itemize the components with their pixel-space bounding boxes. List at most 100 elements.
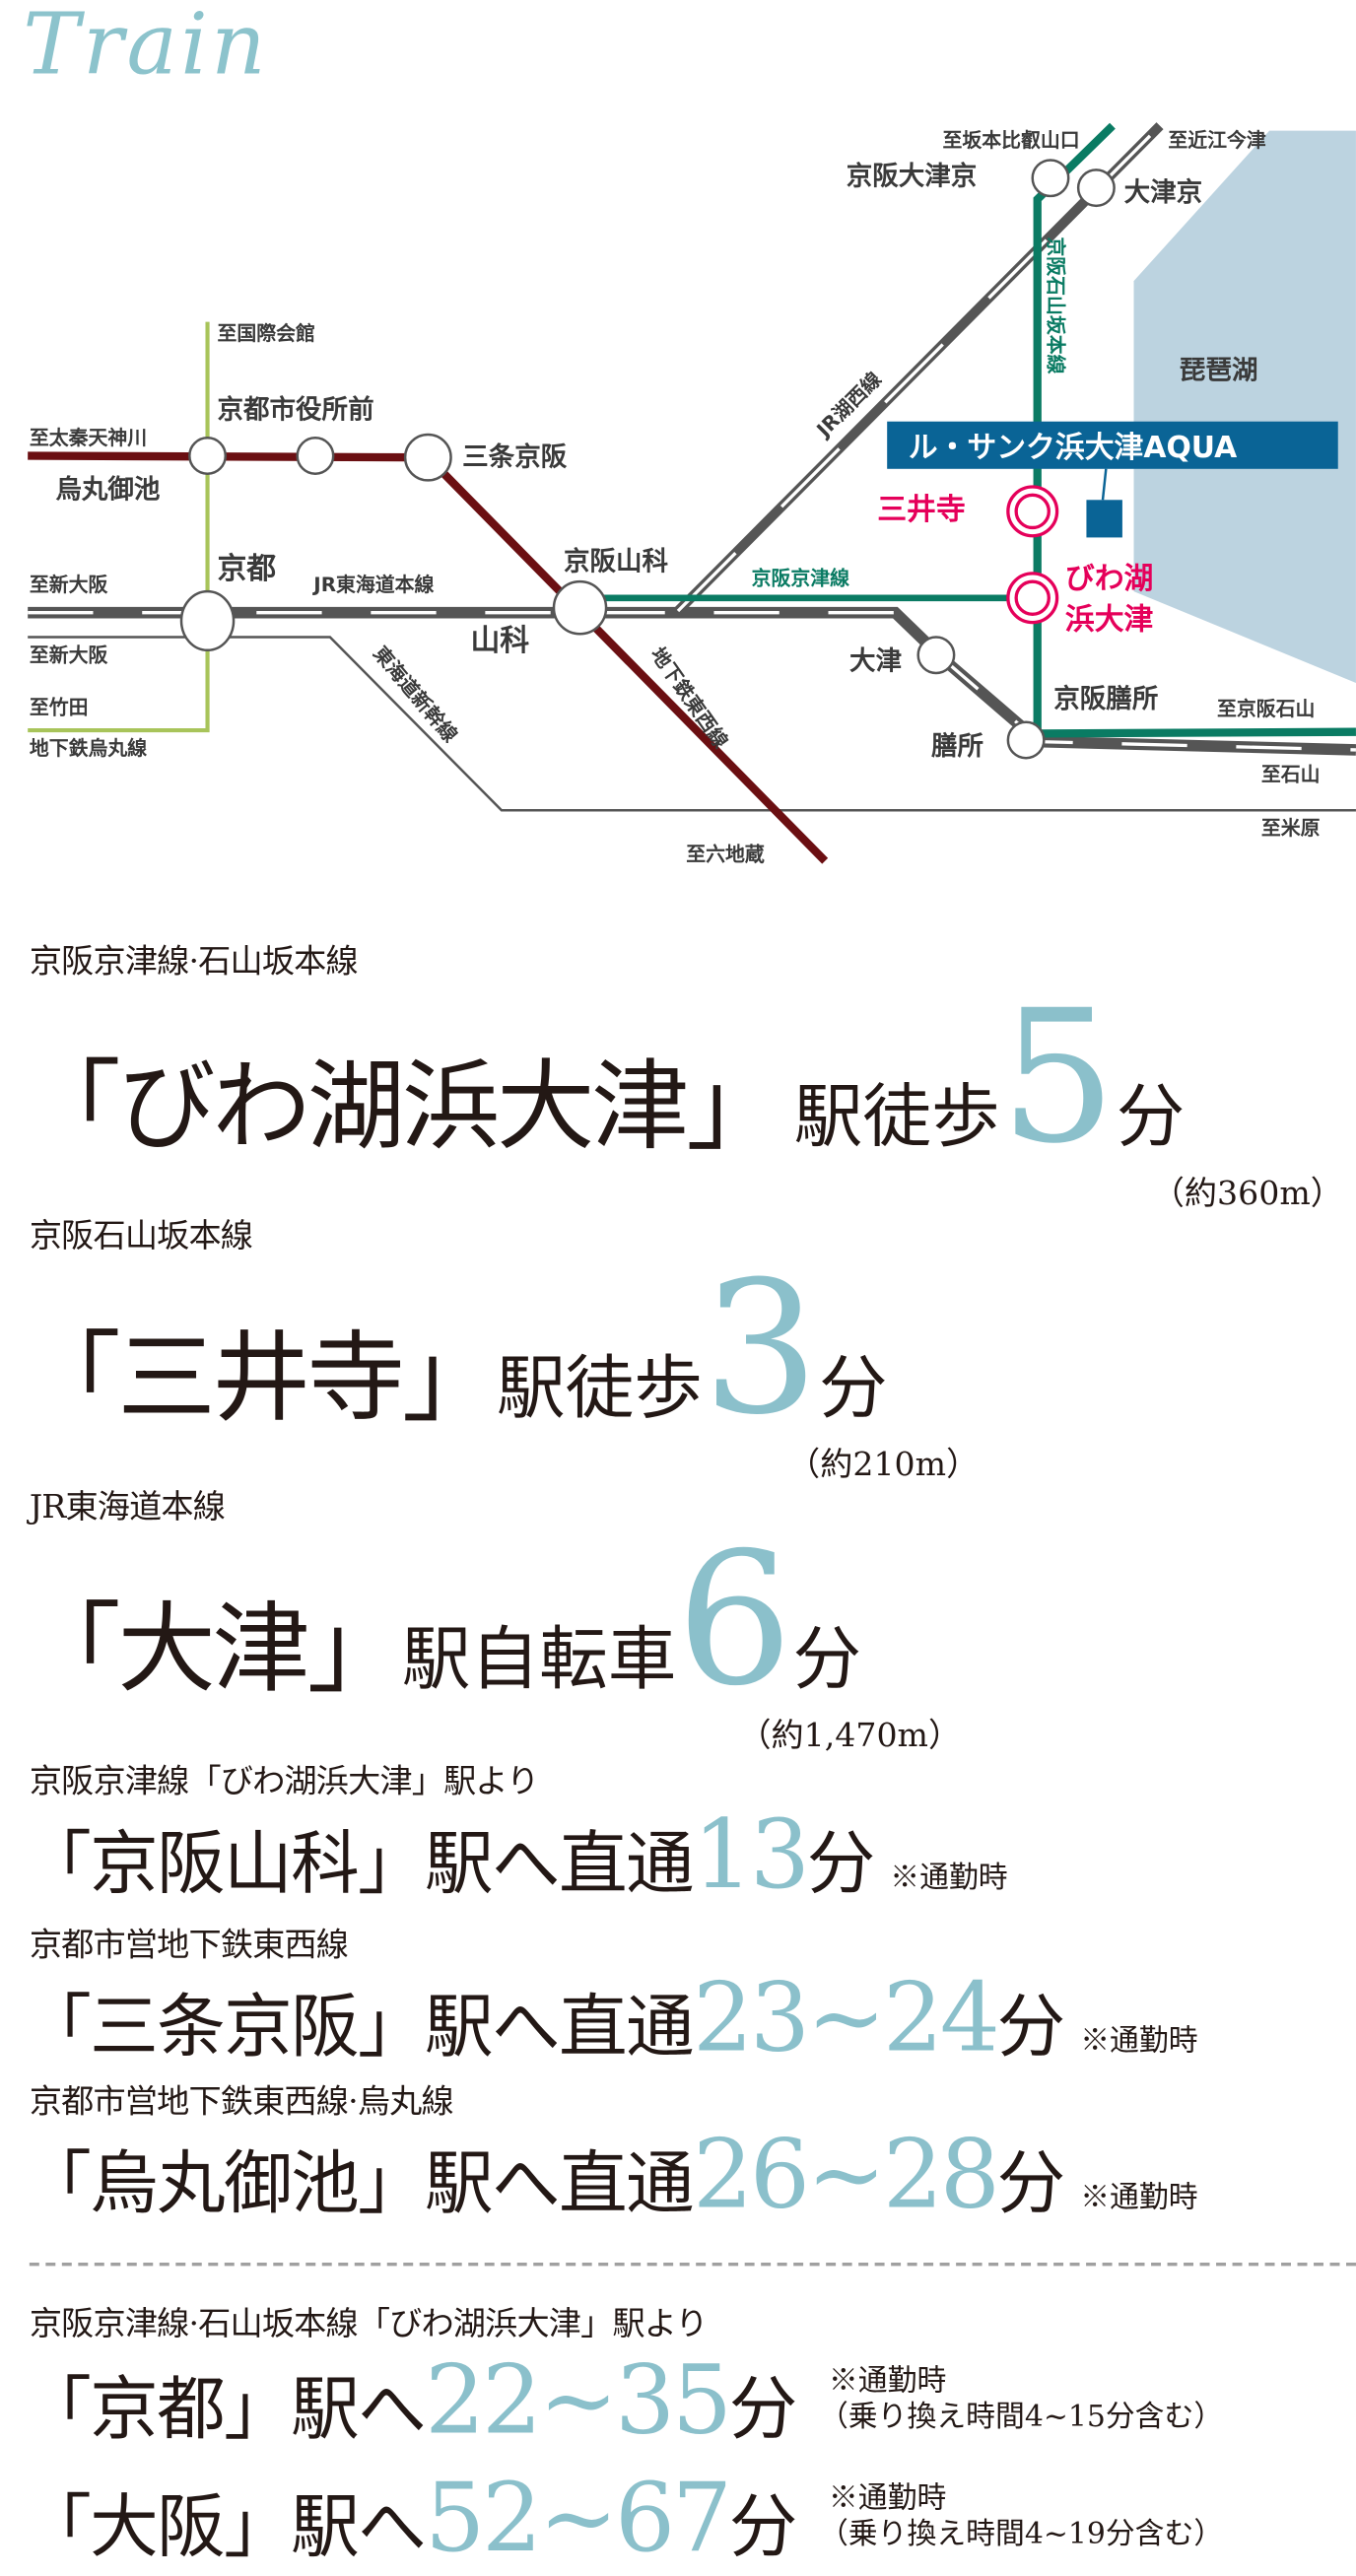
transfer-note-1: ※通勤時 （乗り換え時間4~15分含む）	[819, 2364, 1223, 2436]
access-row-2: 「三井寺」 駅徒歩 3 分	[23, 1258, 887, 1442]
unit: 分	[819, 1347, 888, 1428]
mode: 駅徒歩	[496, 1347, 703, 1428]
label-shiyakusho: 京都市役所前	[217, 394, 373, 425]
label-shinkansen: 東海道新幹線	[369, 643, 461, 747]
station-miidera-inner	[1014, 493, 1051, 530]
jr-kosei-pattern	[676, 124, 1162, 613]
station-shiyakusho[interactable]	[296, 437, 335, 476]
dir-shinosaka-1: 至新大阪	[30, 574, 108, 596]
transfer-note-2: ※通勤時 （乗り換え時間4~19分含む）	[819, 2481, 1223, 2553]
station-name: 「三井寺」	[23, 1322, 500, 1437]
dir-sakamoto: 至坂本比叡山口	[943, 129, 1080, 152]
property-box	[887, 421, 1338, 469]
label-keihan-zeze: 京阪膳所	[1053, 684, 1158, 714]
label-keihan-yamashina: 京阪山科	[564, 547, 669, 577]
direct-line-1: 京阪京津線「びわ湖浜大津」駅より	[29, 1761, 539, 1800]
note: ※通勤時	[1080, 2181, 1198, 2215]
label-sanjo: 三条京阪	[462, 441, 568, 472]
minutes: 26~28	[692, 2119, 1000, 2230]
station-zeze[interactable]	[1006, 720, 1046, 760]
minutes: 3	[702, 1243, 820, 1457]
distance-3: （約1,470m）	[738, 1715, 962, 1755]
label-yamashina: 山科	[470, 624, 529, 658]
label-keihan-otsukyo: 京阪大津京	[847, 161, 978, 191]
direct-row-2: 「三条京阪」 駅へ直通 23~24 分 ※通勤時	[23, 1970, 1197, 2065]
minutes: 5	[999, 972, 1117, 1185]
mode: 駅へ直通	[425, 1823, 695, 1904]
distance-2: （約210m）	[787, 1444, 980, 1484]
station-name: 「烏丸御池」	[23, 2143, 427, 2224]
label-tokaido: JR東海道本線	[311, 574, 434, 596]
station-yamashina[interactable]	[552, 579, 608, 636]
divider	[29, 2263, 1356, 2267]
direct-line-2: 京都市営地下鉄東西線	[29, 1924, 349, 1964]
shinkansen-line	[28, 636, 1356, 812]
station-name: 「京都」	[23, 2368, 293, 2450]
direct-line-3: 京都市営地下鉄東西線·烏丸線	[29, 2081, 454, 2121]
station-sanjo[interactable]	[403, 433, 452, 482]
transfer-row-2: 「大阪」 駅へ 52~67 分 ※通勤時 （乗り換え時間4~19分含む）	[23, 2471, 1223, 2565]
station-name: 「三条京阪」	[23, 1986, 427, 2068]
label-karasuma-oike: 烏丸御池	[55, 475, 161, 506]
lake-label: 琵琶湖	[1180, 356, 1258, 386]
transfer-row-1: 「京都」 駅へ 22~35 分 ※通勤時 （乗り換え時間4~15分含む）	[23, 2352, 1223, 2447]
access-line-2: 京阪石山坂本線	[29, 1215, 253, 1255]
minutes: 22~35	[425, 2343, 732, 2456]
direct-row-1: 「京阪山科」 駅へ直通 13 分 ※通勤時	[23, 1807, 1007, 1902]
station-biwako-inner	[1014, 579, 1051, 616]
unit: 分	[996, 2143, 1066, 2224]
access-row-3: 「大津」 駅自転車 6 分	[23, 1529, 861, 1713]
station-otsukyo[interactable]	[1076, 169, 1116, 208]
minutes: 6	[676, 1514, 793, 1728]
dir-omiimazu: 至近江今津	[1168, 129, 1266, 152]
access-line-3: JR東海道本線	[29, 1486, 226, 1526]
note: ※通勤時	[828, 2363, 947, 2399]
unit: 分	[792, 1618, 862, 1700]
property-marker	[1086, 500, 1122, 538]
label-ishiyama: 京阪石山坂本線	[1044, 237, 1066, 373]
dir-rokujizo: 至六地蔵	[686, 844, 765, 866]
minutes: 13	[692, 1798, 810, 1910]
station-name: 「びわ湖浜大津」	[23, 1050, 784, 1166]
unit: 分	[806, 1823, 876, 1904]
mode: 駅徒歩	[793, 1076, 1000, 1157]
detail: （乗り換え時間4~15分含む）	[818, 2400, 1224, 2435]
unit: 分	[1116, 1076, 1186, 1157]
route-map: 琵琶湖 ル・サンク浜大津AQUA 至坂本比	[28, 122, 1356, 866]
section-title: Train	[23, 0, 269, 96]
minutes: 23~24	[692, 1962, 1000, 2073]
station-kyoto[interactable]	[179, 589, 236, 652]
transfer-line: 京阪京津線·石山坂本線「びわ湖浜大津」駅より	[29, 2303, 709, 2343]
station-otsu[interactable]	[916, 636, 956, 675]
dir-keihan-ishiyama: 至京阪石山	[1217, 698, 1315, 720]
station-karasuma-oike[interactable]	[188, 437, 228, 476]
distance-1: （約360m）	[1151, 1173, 1343, 1213]
detail: （乗り換え時間4~19分含む）	[818, 2517, 1224, 2552]
dir-takeda: 至竹田	[30, 696, 89, 718]
dir-kokusai: 至国際会館	[217, 322, 314, 345]
label-otsu: 大津	[849, 646, 902, 677]
mode: 駅へ	[291, 2368, 427, 2450]
property-pointer	[1101, 468, 1108, 501]
label-zeze: 膳所	[931, 731, 983, 762]
station-name: 「京阪山科」	[23, 1823, 427, 1904]
lake-biwa	[1133, 130, 1356, 683]
unit: 分	[996, 1986, 1066, 2068]
label-otsukyo: 大津京	[1124, 177, 1203, 208]
label-biwako: びわ湖	[1065, 562, 1153, 596]
label-kosei: JR湖西線	[811, 368, 886, 442]
label-kyoto: 京都	[217, 552, 276, 586]
station-name: 「大津」	[23, 1593, 405, 1708]
note: ※通勤時	[828, 2481, 947, 2517]
mode: 駅へ	[291, 2486, 427, 2567]
label-hamaotsu: 浜大津	[1065, 602, 1154, 637]
access-line-1: 京阪京津線·石山坂本線	[29, 940, 359, 981]
note: ※通勤時	[890, 1861, 1008, 1896]
note: ※通勤時	[1080, 2024, 1198, 2059]
property-label: ル・サンク浜大津AQUA	[909, 431, 1237, 465]
mode: 駅へ直通	[425, 2143, 695, 2224]
station-keihan-otsukyo[interactable]	[1031, 159, 1070, 198]
access-row-1: 「びわ湖浜大津」 駅徒歩 5 分	[23, 986, 1185, 1170]
dir-shinosaka-2: 至新大阪	[30, 644, 108, 666]
